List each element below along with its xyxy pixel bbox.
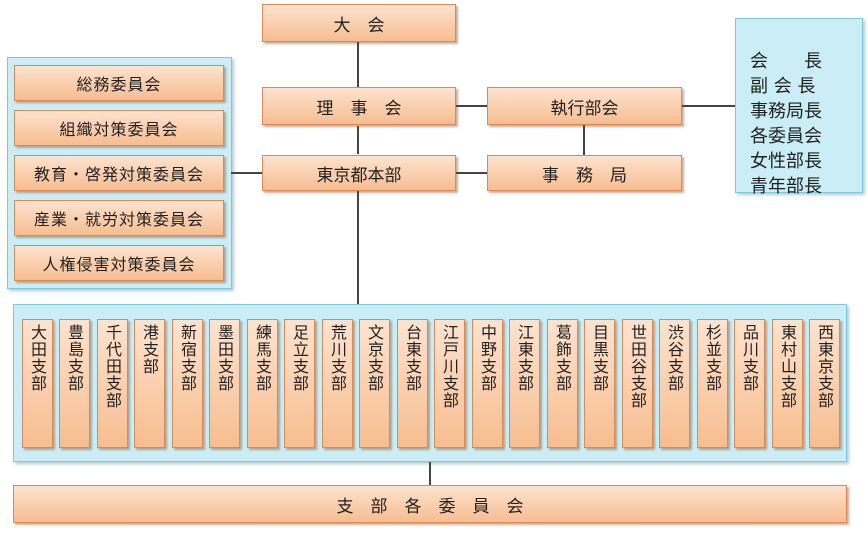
officer-title: 女性部長 [750, 151, 822, 172]
branch-label: 豊島支部 [65, 324, 84, 392]
connector-line [682, 105, 735, 107]
connector-line [357, 42, 359, 88]
connector-line [456, 172, 487, 174]
branch-box: 品川支部 [734, 319, 765, 448]
branch-box: 練馬支部 [247, 319, 278, 448]
branch-label: 渋谷支部 [665, 324, 684, 392]
connector-line [231, 172, 262, 174]
branch-box: 江戸川支部 [434, 319, 465, 448]
branch-label: 足立支部 [290, 324, 309, 392]
branch-committees-box: 支 部 各 委 員 会 [13, 485, 847, 523]
officers-panel: 会 長 副 会 長 事務局長 各委員会 女性部長 青年部長 [735, 18, 863, 197]
jimukyoku-box: 事 務 局 [487, 155, 682, 191]
officer-title: 事務局長 [750, 101, 822, 122]
branch-box: 文京支部 [359, 319, 390, 448]
branch-label: 江戸川支部 [440, 324, 459, 409]
branch-label: 新宿支部 [178, 324, 197, 392]
committee-box: 教育・啓発対策委員会 [14, 155, 224, 191]
rijikai-box: 理 事 会 [262, 87, 456, 125]
branch-label: 千代田支部 [103, 324, 122, 409]
connector-line [456, 105, 487, 107]
branch-box: 東村山支部 [772, 319, 803, 448]
branch-box: 墨田支部 [209, 319, 240, 448]
branch-box: 葛飾支部 [547, 319, 578, 448]
branch-label: 台東支部 [403, 324, 422, 392]
branch-box: 渋谷支部 [659, 319, 690, 448]
officer-title: 副 会 長 [750, 76, 816, 97]
officer-title: 各委員会 [750, 126, 822, 147]
branch-label: 中野支部 [478, 324, 497, 392]
branch-label: 墨田支部 [215, 324, 234, 392]
committee-box: 組織対策委員会 [14, 110, 224, 146]
branch-box: 杉並支部 [697, 319, 728, 448]
branch-label: 葛飾支部 [553, 324, 572, 392]
branch-box: 中野支部 [472, 319, 503, 448]
branch-box: 西東京支部 [809, 319, 840, 448]
branch-box: 荒川支部 [322, 319, 353, 448]
branch-label: 江東支部 [515, 324, 534, 392]
branch-box: 台東支部 [397, 319, 428, 448]
branch-label: 目黒支部 [590, 324, 609, 392]
officer-title: 会 長 [750, 51, 822, 72]
officer-title: 青年部長 [750, 176, 822, 197]
honbu-box: 東京都本部 [262, 155, 456, 191]
branch-label: 文京支部 [365, 324, 384, 392]
branch-label: 港支部 [140, 324, 159, 375]
connector-line [583, 125, 585, 155]
committee-box: 総務委員会 [14, 65, 224, 101]
branch-box: 新宿支部 [172, 319, 203, 448]
taikai-box: 大 会 [262, 4, 456, 42]
branch-label: 東村山支部 [778, 324, 797, 409]
connector-line [357, 191, 359, 304]
committee-box: 産業・就労対策委員会 [14, 200, 224, 236]
branch-label: 世田谷支部 [628, 324, 647, 409]
branch-box: 千代田支部 [97, 319, 128, 448]
connector-line [357, 126, 359, 154]
connector-line [429, 462, 431, 485]
branch-box: 大田支部 [22, 319, 53, 448]
shikkobukai-box: 執行部会 [487, 87, 682, 125]
officers-list: 会 長 副 会 長 事務局長 各委員会 女性部長 青年部長 [750, 49, 854, 199]
branch-label: 大田支部 [28, 324, 47, 392]
branch-box: 江東支部 [509, 319, 540, 448]
branch-label: 杉並支部 [703, 324, 722, 392]
branch-box: 豊島支部 [59, 319, 90, 448]
branch-label: 品川支部 [740, 324, 759, 392]
committee-box: 人権侵害対策委員会 [14, 245, 224, 281]
branch-label: 荒川支部 [328, 324, 347, 392]
branch-label: 西東京支部 [815, 324, 834, 409]
branch-label: 練馬支部 [253, 324, 272, 392]
branch-box: 目黒支部 [584, 319, 615, 448]
branch-box: 世田谷支部 [622, 319, 653, 448]
branch-box: 港支部 [134, 319, 165, 448]
branch-box: 足立支部 [284, 319, 315, 448]
